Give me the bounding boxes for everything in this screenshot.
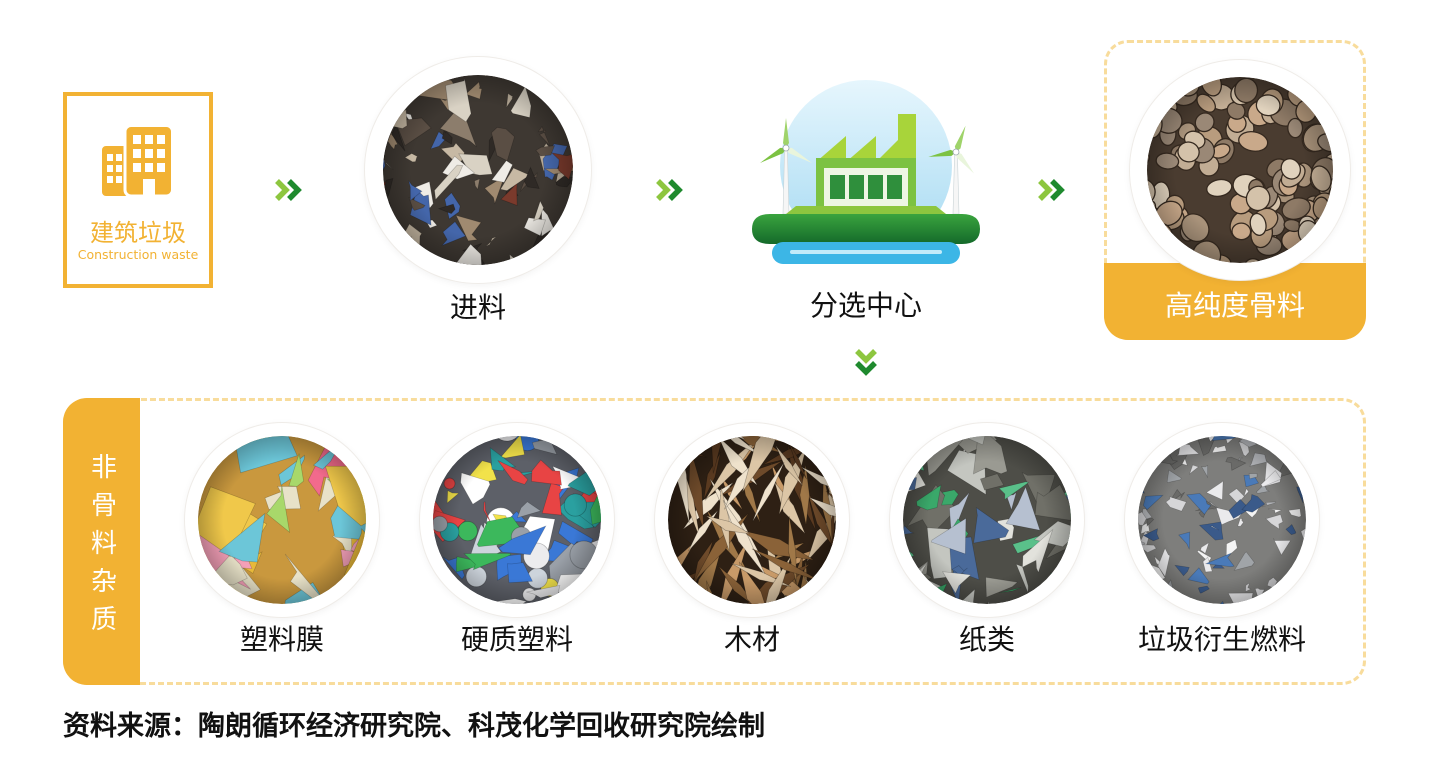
double-chevron-right-icon	[656, 179, 683, 201]
wind-turbine-icon	[928, 125, 974, 215]
factory-building	[816, 114, 916, 214]
photo-fragment	[383, 251, 391, 265]
factory-icon	[752, 80, 980, 264]
step-label-feed: 进料	[449, 291, 506, 324]
paper-photo	[903, 436, 1071, 604]
source-note: 资料来源：陶朗循环经济研究院、科茂化学回收研究院绘制	[63, 711, 765, 742]
step-label-sorting-center: 分选中心	[809, 289, 922, 322]
impurity-label: 垃圾衍生燃料	[1137, 623, 1306, 656]
source-title: 建筑垃圾	[90, 219, 186, 247]
refuse-derived-fuel-photo	[1138, 436, 1306, 604]
impurity-label: 木材	[723, 623, 780, 656]
aggregate-photo	[1147, 77, 1333, 263]
building-icon	[102, 124, 174, 196]
impurities-title-band: 非骨料杂质	[63, 398, 140, 685]
photo-fragment	[566, 242, 573, 265]
ground	[752, 214, 980, 244]
output-label: 高纯度骨料	[1164, 289, 1305, 322]
wood-photo	[668, 436, 836, 604]
photo-fragment	[546, 75, 566, 77]
photo-fragment	[383, 236, 386, 261]
source-box: 建筑垃圾 Construction waste	[63, 92, 213, 288]
impurity-label: 纸类	[958, 623, 1015, 656]
double-chevron-down-icon	[855, 349, 877, 376]
double-chevron-right-icon	[1038, 179, 1065, 201]
plastic-film-photo	[198, 436, 366, 604]
impurity-label: 塑料膜	[239, 623, 324, 656]
impurities-title: 非骨料杂质	[86, 452, 117, 643]
construction-debris-photo	[383, 75, 573, 265]
impurity-label: 硬质塑料	[460, 623, 573, 656]
hard-plastic-photo	[433, 436, 601, 604]
wind-turbine-icon	[760, 118, 812, 215]
double-chevron-right-icon	[275, 179, 302, 201]
photo-fragment	[383, 75, 392, 82]
photo-fragment	[383, 245, 385, 258]
source-subtitle: Construction waste	[77, 247, 199, 262]
